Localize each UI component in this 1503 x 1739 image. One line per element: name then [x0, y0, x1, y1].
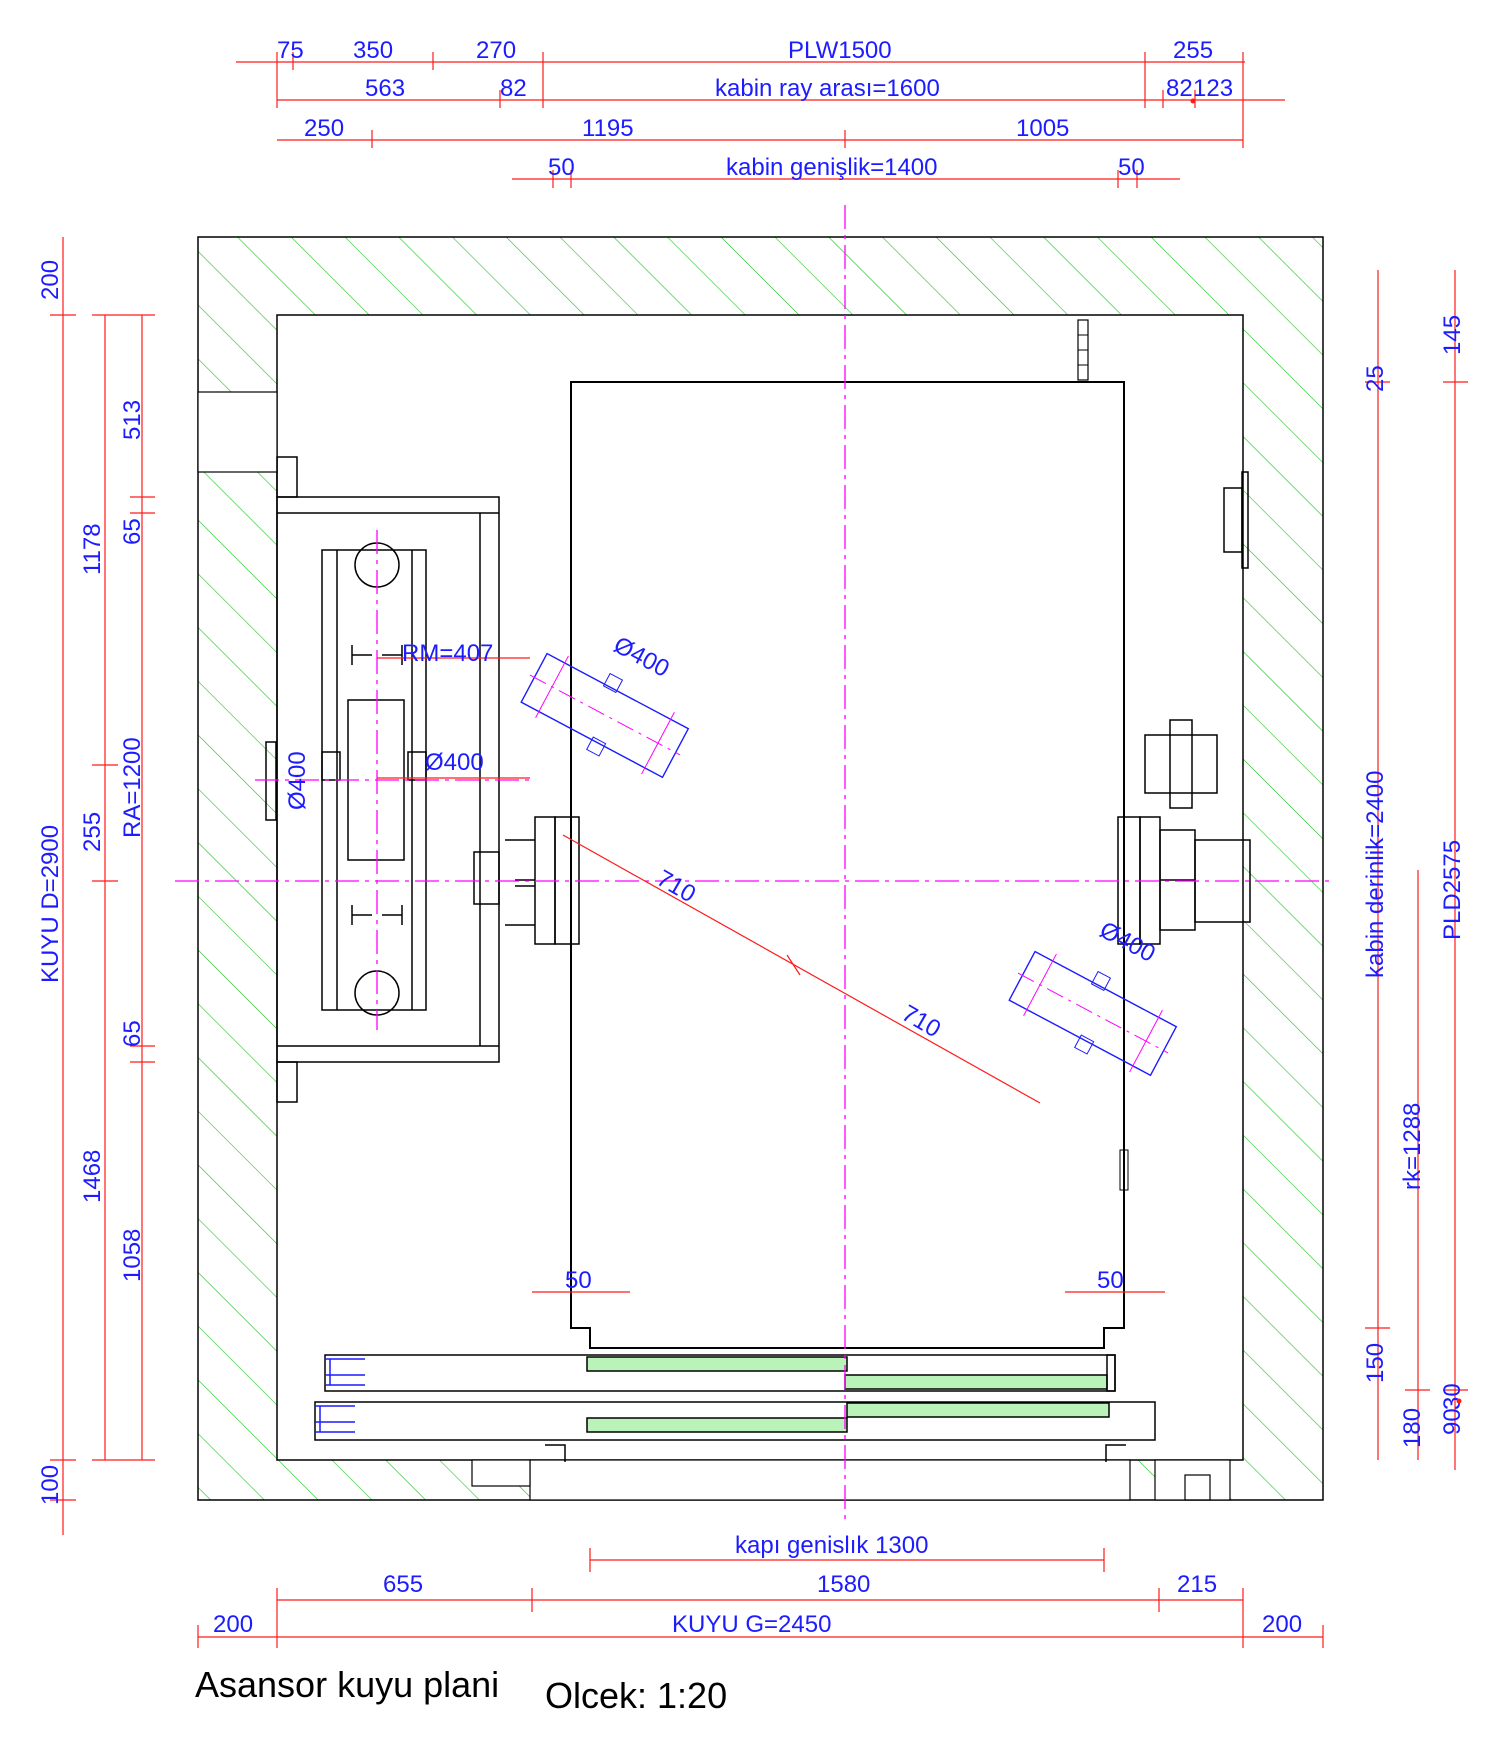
dim-kuyu-g: KUYU G=2450	[672, 1611, 831, 1638]
dim-plw: PLW1500	[788, 37, 892, 64]
label-diag-b: 710	[897, 1000, 945, 1043]
dim-1580: 1580	[817, 1571, 870, 1598]
dim-1058: 1058	[119, 1229, 146, 1282]
bottom-dimension-texts: kapı genislık 1300 655 1580 215 200 KUYU…	[213, 1532, 1302, 1638]
marker-dot	[1190, 98, 1196, 104]
dim-270: 270	[476, 37, 516, 64]
cabin-outline	[570, 319, 1129, 1349]
label-dia-a: Ø400	[609, 631, 674, 682]
dim-50a: 50	[548, 154, 575, 181]
dim-25: 25	[1362, 365, 1389, 392]
dimension-lines	[50, 52, 1468, 1648]
dim-65a: 65	[119, 518, 146, 545]
dim-rk: rk=1288	[1399, 1103, 1426, 1190]
dim-cabin-width: kabin genişlik=1400	[726, 154, 938, 181]
dim-513: 513	[119, 400, 146, 440]
pulley-rect-upper	[520, 652, 690, 779]
dim-215: 215	[1177, 1571, 1217, 1598]
dim-1468: 1468	[79, 1150, 106, 1203]
landing-doors	[314, 1354, 1156, 1462]
dim-255-left: 255	[79, 812, 106, 852]
dim-655: 655	[383, 1571, 423, 1598]
drawing-title: Asansor kuyu plani	[195, 1664, 499, 1705]
dim-82a: 82	[500, 75, 527, 102]
dim-200: 200	[37, 260, 64, 300]
dim-cabin-depth: kabin derinlik=2400	[1362, 771, 1389, 978]
dim-350: 350	[353, 37, 393, 64]
dim-75: 75	[277, 37, 304, 64]
marker-dot	[1456, 1398, 1462, 1404]
top-dimension-texts: 75 350 270 PLW1500 255 563 82 kabin ray …	[277, 37, 1233, 181]
dim-1195: 1195	[582, 115, 634, 142]
dim-kuyu-d: KUYU D=2900	[37, 825, 64, 983]
dim-ra: RA=1200	[119, 737, 146, 838]
label-door-side-b: 50	[1097, 1267, 1124, 1294]
dim-200a: 200	[213, 1611, 253, 1638]
dim-rail: kabin ray arası=1600	[715, 75, 940, 102]
label-diag-a: 710	[652, 865, 700, 908]
dim-255: 255	[1173, 37, 1213, 64]
right-rail-bracket	[1117, 471, 1251, 945]
dim-180: 180	[1399, 1408, 1426, 1448]
dim-100: 100	[37, 1465, 64, 1505]
dim-pld: PLD2575	[1439, 840, 1466, 940]
dim-30: 30	[1439, 1383, 1466, 1410]
label-dia-d: Ø400	[1095, 916, 1160, 967]
title-block: Asansor kuyu plani Olcek: 1:20	[195, 1664, 727, 1716]
dim-door-width: kapı genislık 1300	[735, 1532, 928, 1559]
dim-150: 150	[1362, 1343, 1389, 1383]
label-dia-c: Ø400	[284, 751, 311, 810]
drawing-scale: Olcek: 1:20	[545, 1675, 727, 1716]
shaft-walls	[197, 236, 1324, 1501]
dim-50b: 50	[1118, 154, 1145, 181]
center-lines	[175, 205, 1330, 1525]
right-dimension-texts: 145 25 kabin derinlik=2400 PLD2575 rk=12…	[1362, 315, 1466, 1448]
label-dia-b: Ø400	[425, 749, 484, 776]
label-door-side-a: 50	[565, 1267, 592, 1294]
dim-90: 90	[1439, 1408, 1466, 1435]
pulley-rect-lower	[1008, 950, 1178, 1077]
label-rm: RM=407	[402, 640, 493, 667]
dim-563: 563	[365, 75, 405, 102]
left-dimension-texts: 200 513 1178 65 RA=1200 255 KUYU D=2900 …	[37, 260, 146, 1505]
dim-145: 145	[1439, 315, 1466, 355]
dim-82b: 82	[1166, 75, 1193, 102]
dim-1178: 1178	[79, 523, 106, 575]
dim-200b: 200	[1262, 1611, 1302, 1638]
dim-65b: 65	[119, 1020, 146, 1047]
dim-123: 123	[1193, 75, 1233, 102]
dim-1005: 1005	[1016, 115, 1069, 142]
dim-250: 250	[304, 115, 344, 142]
